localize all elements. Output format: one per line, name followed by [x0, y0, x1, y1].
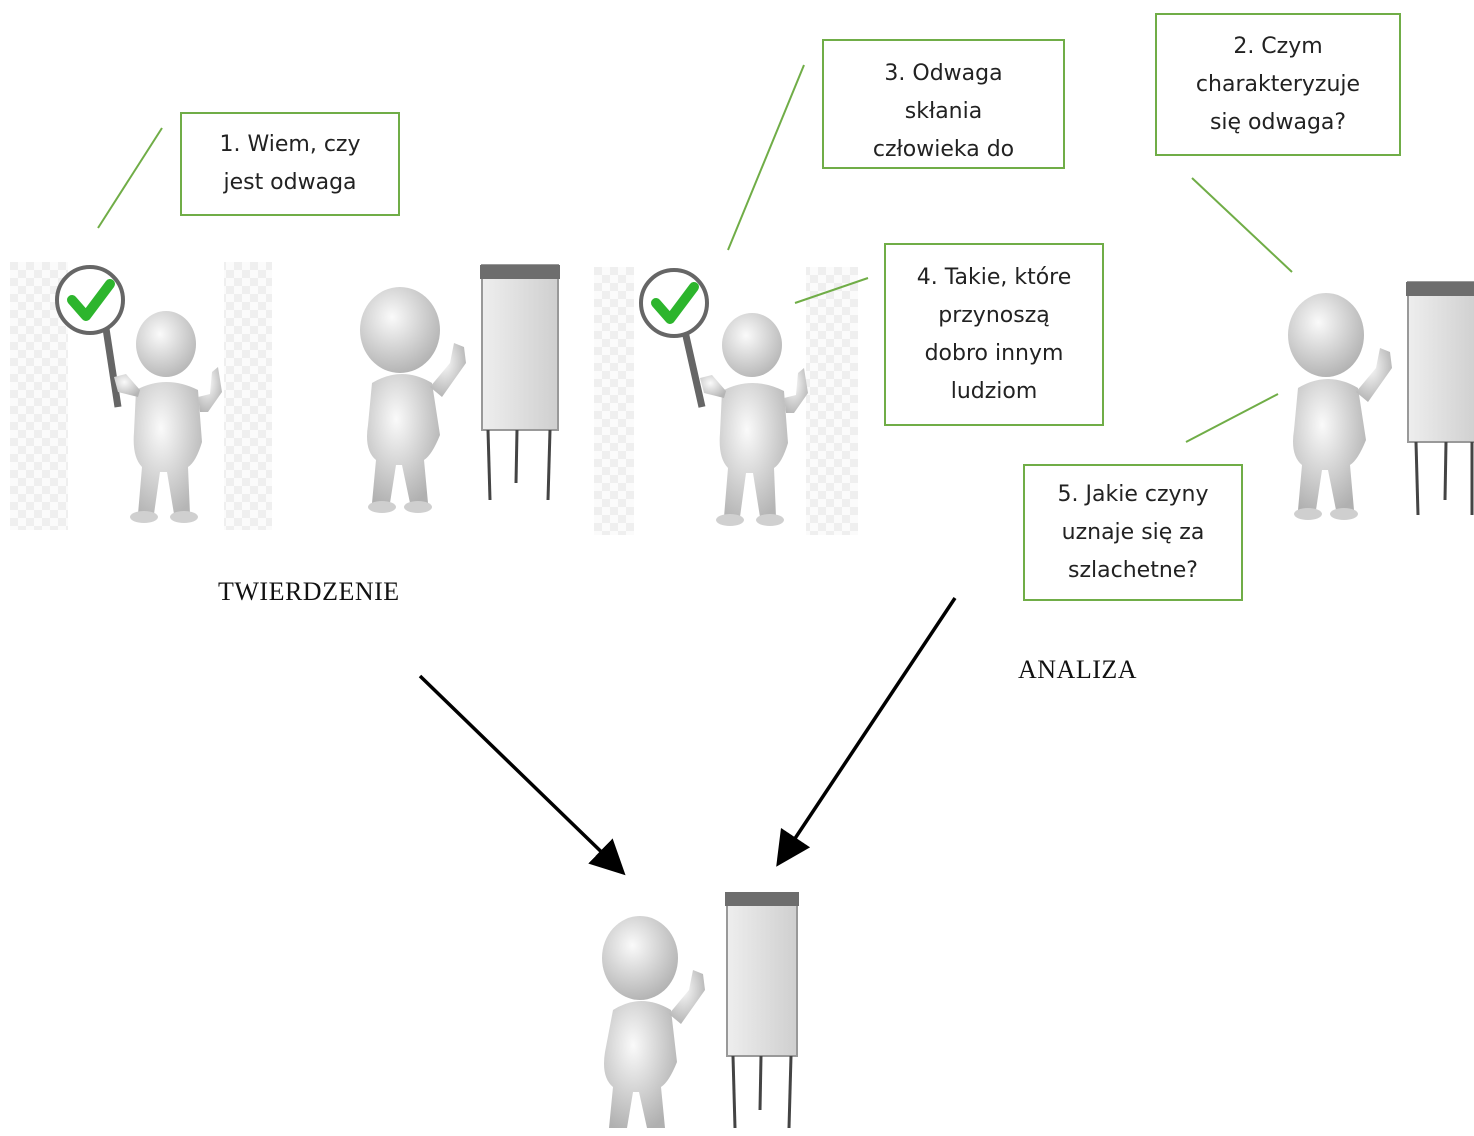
connector-3 [727, 64, 805, 251]
box-3-line-1: 3. Odwaga [884, 61, 1003, 86]
box-3-line-2: skłania [904, 99, 983, 124]
box-1: 1. Wiem, czy jest odwaga [180, 112, 400, 216]
label-twierdzenie: TWIERDZENIE [218, 577, 400, 606]
box-4-line-2: przynoszą [938, 302, 1050, 328]
arrow-left [418, 674, 626, 876]
connector-5 [1185, 393, 1279, 443]
box-2-line-1: 2. Czym [1233, 33, 1323, 59]
person-with-flipchart-icon [1288, 281, 1474, 520]
person-with-flipchart-icon [360, 264, 560, 513]
connector-1 [97, 127, 163, 229]
box-5: 5. Jakie czyny uznaje się za szlachetne? [1023, 464, 1243, 601]
box-2: 2. Czym charakteryzuje się odwaga? [1155, 13, 1401, 156]
person-with-flipchart-icon [602, 892, 799, 1129]
box-2-line-2: charakteryzuje [1195, 71, 1361, 97]
connector-2 [1191, 177, 1293, 273]
box-3-line-3: człowieka do [872, 137, 1015, 162]
label-analiza: ANALIZA [1018, 655, 1138, 684]
arrow-right [776, 597, 957, 867]
box-5-line-3: szlachetne? [1068, 557, 1198, 583]
box-4-line-1: 4. Takie, które [916, 264, 1072, 290]
box-1-line-1: 1. Wiem, czy [219, 132, 361, 157]
box-5-line-1: 5. Jakie czyny [1057, 481, 1209, 507]
box-4-line-4: ludziom [950, 378, 1038, 404]
box-4: 4. Takie, które przynoszą dobro innym lu… [884, 243, 1104, 426]
box-5-line-2: uznaje się za [1061, 519, 1205, 545]
box-1-line-2: jest odwaga [223, 170, 357, 195]
box-2-line-3: się odwaga? [1209, 109, 1347, 135]
person-with-checkmark-sign-icon [594, 267, 858, 535]
connector-4 [794, 277, 869, 304]
person-with-checkmark-sign-icon [10, 262, 272, 530]
box-4-line-3: dobro innym [924, 340, 1064, 366]
box-3: 3. Odwaga skłania człowieka do [822, 39, 1065, 169]
